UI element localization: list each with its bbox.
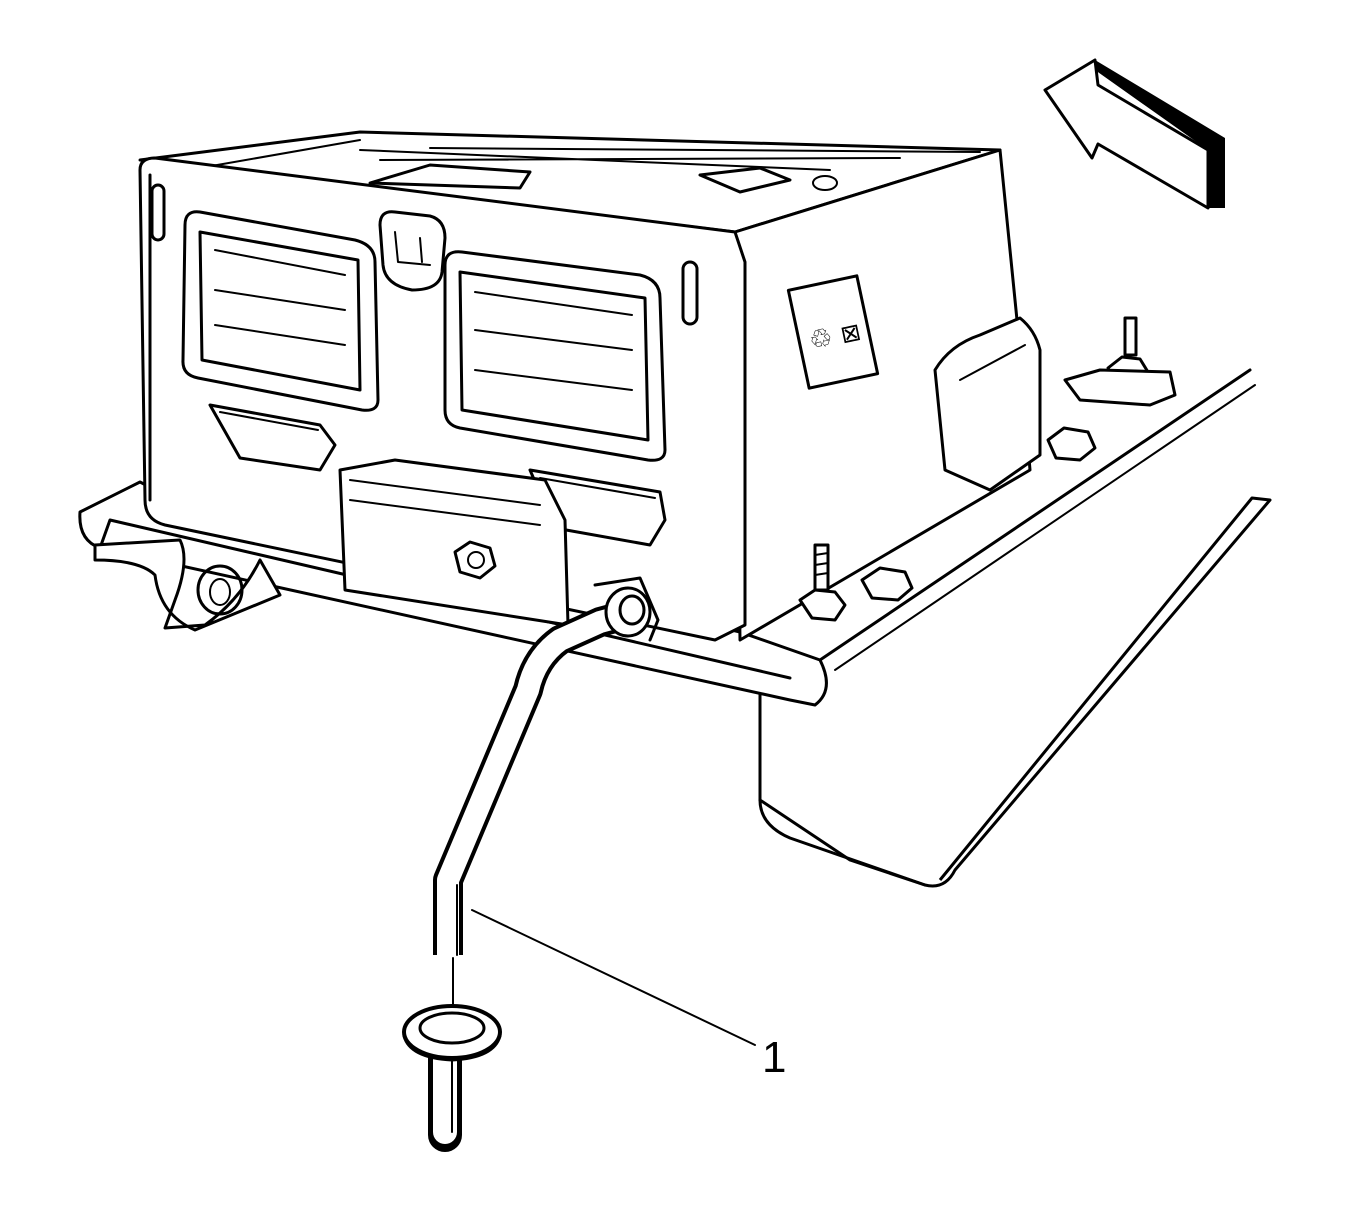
nut-rear	[1046, 426, 1097, 462]
logo-emblem-icon	[378, 210, 447, 292]
front-bracket	[338, 458, 570, 627]
nut-middle	[860, 566, 914, 602]
stud-nut-right	[1063, 316, 1177, 407]
grommet-plug	[402, 1004, 502, 1152]
vent-tube	[433, 576, 660, 956]
direction-arrow-icon	[1043, 58, 1225, 210]
tray-shroud	[933, 316, 1042, 492]
stud-nut-left	[798, 543, 847, 622]
connector-left	[181, 210, 380, 472]
callout-1: 1	[471, 909, 786, 1082]
callout-label-1: 1	[762, 1033, 786, 1082]
